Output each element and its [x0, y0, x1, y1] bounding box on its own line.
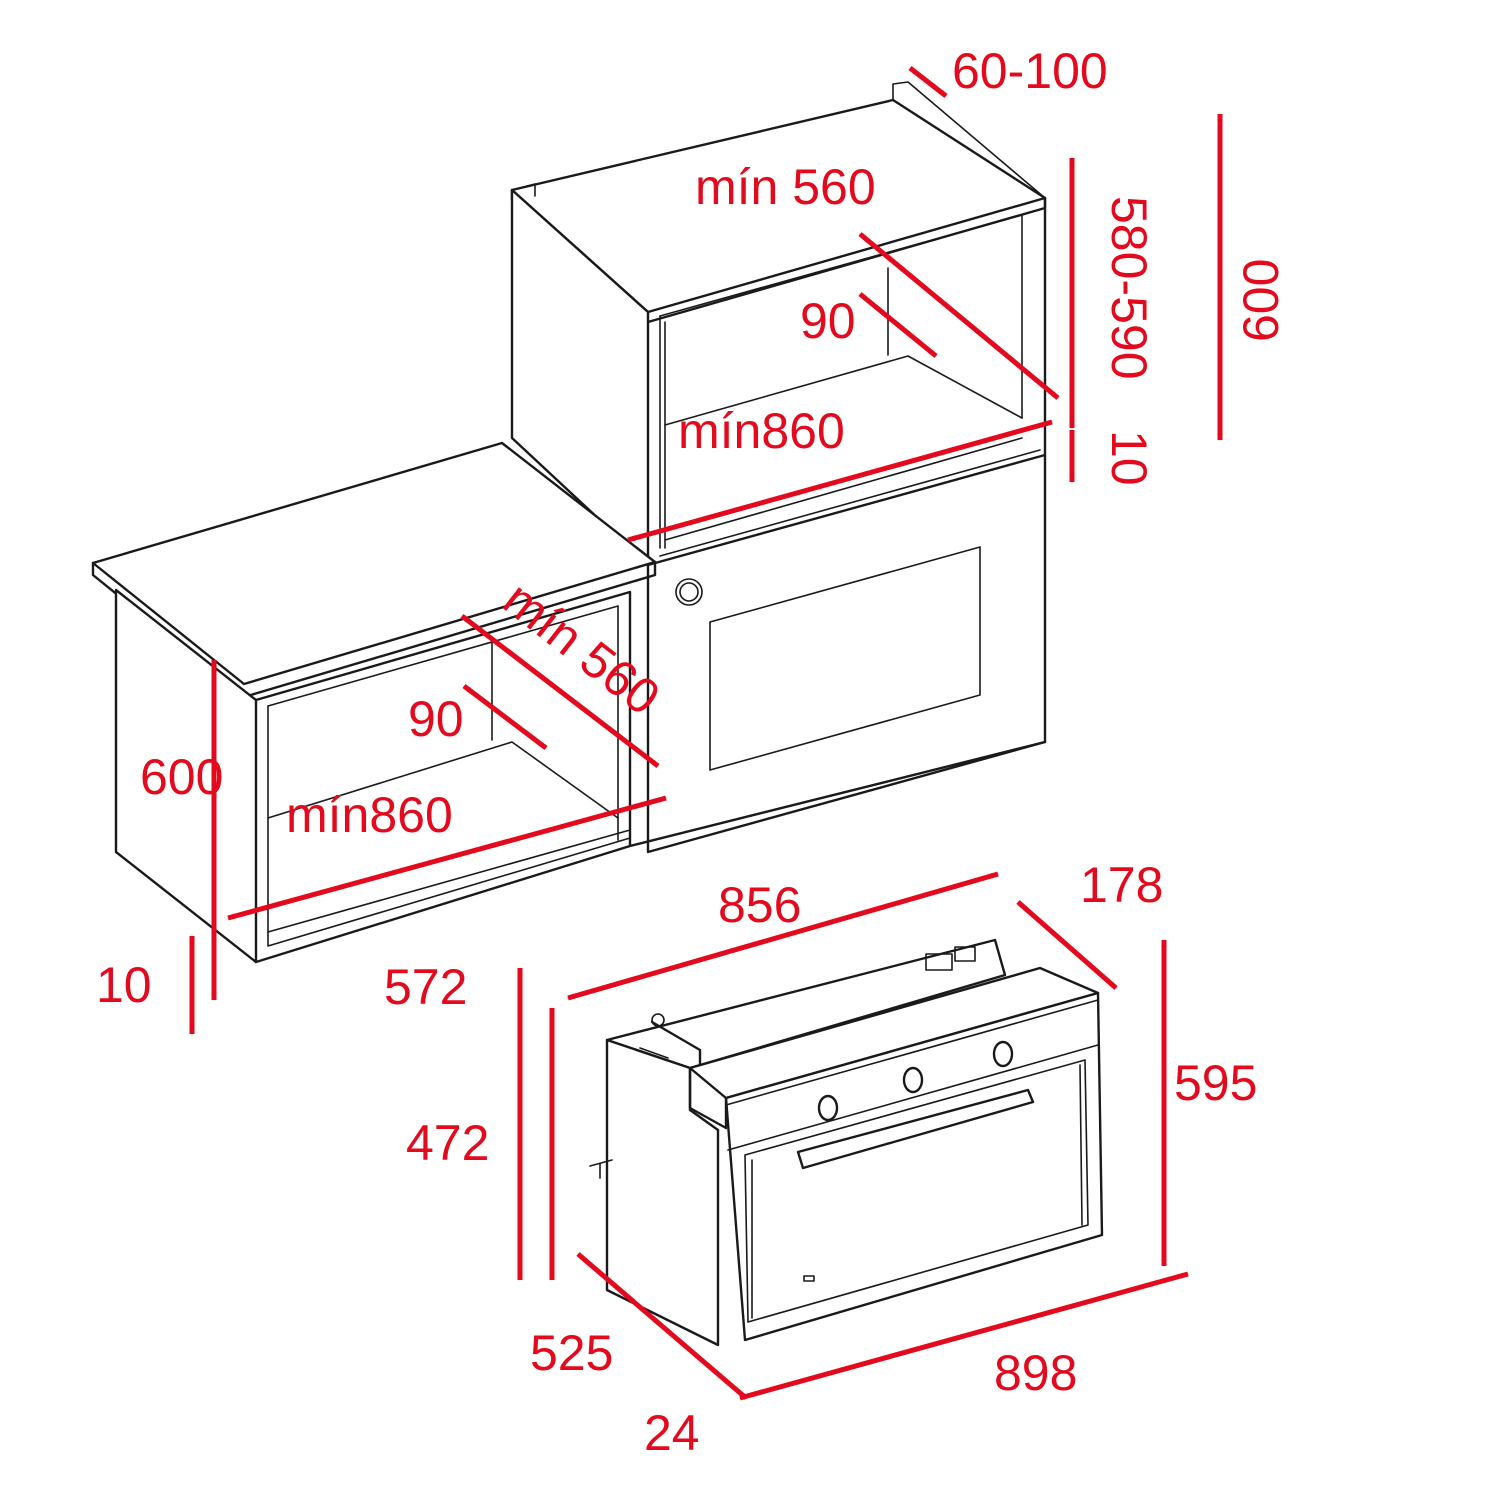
dim-base-min860 — [227, 795, 667, 921]
label-base-min560: mín 560 — [493, 571, 670, 726]
dim-base-90 — [462, 684, 548, 750]
label-tall-10: 10 — [1101, 430, 1157, 486]
dim-898 — [739, 1271, 1189, 1401]
label-tall-min860: mín860 — [678, 403, 845, 459]
dimension-lines — [189, 66, 1223, 1401]
dim-base-min560 — [460, 614, 660, 768]
oven-body-side — [605, 1038, 720, 1347]
tall-cabinet — [510, 81, 1047, 854]
dim-60-100 — [908, 66, 948, 98]
gas-fitting-icon — [650, 1020, 702, 1066]
label-898: 898 — [994, 1345, 1077, 1401]
label-tall-600: 600 — [1233, 259, 1289, 342]
label-base-min860: mín860 — [286, 787, 453, 843]
label-base-10: 10 — [96, 957, 152, 1013]
dim-178 — [1016, 900, 1118, 990]
label-856: 856 — [718, 877, 801, 933]
label-base-600: 600 — [140, 749, 223, 805]
label-tall-90: 90 — [800, 293, 856, 349]
label-472: 472 — [406, 1115, 489, 1171]
label-572: 572 — [384, 959, 467, 1015]
dim-856 — [567, 871, 999, 1001]
label-60-100: 60-100 — [952, 43, 1108, 99]
label-178: 178 — [1080, 857, 1163, 913]
label-580-590: 580-590 — [1101, 196, 1157, 380]
label-525: 525 — [530, 1325, 613, 1381]
dim-525 — [576, 1252, 748, 1400]
oven-window — [709, 546, 981, 771]
dim-tall-90 — [858, 292, 938, 358]
label-24: 24 — [644, 1405, 700, 1461]
knob-icon — [817, 1040, 1014, 1122]
oven-product — [589, 938, 1104, 1347]
dim-tall-min560 — [858, 232, 1060, 400]
label-595: 595 — [1174, 1055, 1257, 1111]
oven-handle — [796, 1088, 1035, 1170]
knob-icon — [675, 578, 703, 606]
dim-tall-min860 — [627, 419, 1053, 543]
label-base-90: 90 — [408, 691, 464, 747]
oven-door — [744, 1059, 1089, 1323]
label-tall-min560: mín 560 — [695, 159, 876, 215]
